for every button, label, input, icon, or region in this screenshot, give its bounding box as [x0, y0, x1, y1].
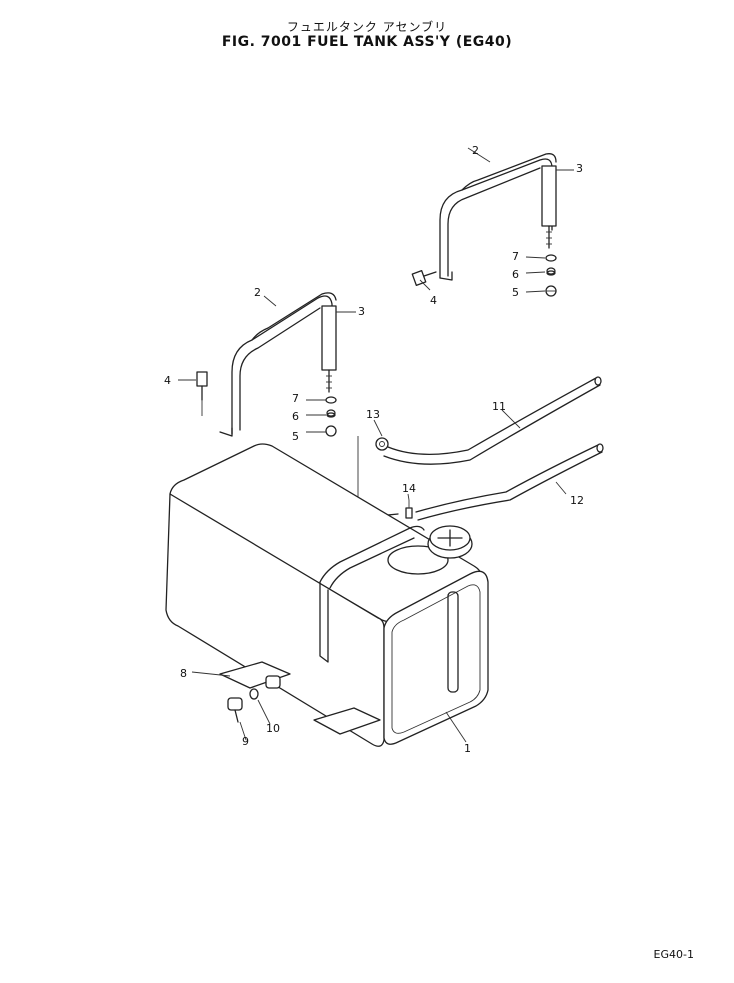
callout-2: 2 [472, 144, 479, 157]
bolt-upper [411, 270, 437, 286]
callout-8: 8 [180, 667, 187, 680]
callout-6: 6 [512, 268, 519, 281]
callout-11: 11 [492, 400, 506, 413]
callout-4: 4 [430, 294, 437, 307]
callout-5: 5 [292, 430, 299, 443]
diagram-title: FIG. 7001 FUEL TANK ASS'Y (EG40) [221, 34, 513, 50]
callout-13: 13 [366, 408, 380, 421]
fuel-tank [165, 443, 489, 747]
rubber-pad [219, 661, 381, 735]
callout-5: 5 [512, 286, 519, 299]
tank-strap-rear [439, 153, 557, 281]
hose-11 [383, 376, 602, 465]
callout-10: 10 [266, 722, 280, 735]
callout-1: 1 [464, 742, 471, 755]
callout-9: 9 [242, 735, 249, 748]
callout-14: 14 [402, 482, 416, 495]
drain-plug [227, 675, 281, 723]
hose-clamp [375, 437, 389, 451]
callout-4: 4 [164, 374, 171, 387]
callout-7: 7 [292, 392, 299, 405]
leader-lines [178, 147, 574, 743]
tank-strap-front [219, 292, 337, 437]
callout-7: 7 [512, 250, 519, 263]
callout-12: 12 [570, 494, 584, 507]
diagram-title-japanese: フュエルタンク アセンブリ [286, 20, 448, 34]
fastener-set-left [325, 396, 337, 437]
hose-12 [415, 443, 604, 521]
bolt-left [196, 371, 208, 416]
fastener-set-upper [545, 254, 557, 297]
callout-3: 3 [576, 162, 583, 175]
callout-labels: 2 3 4 7 6 5 2 3 4 7 6 5 13 11 12 14 8 9 … [164, 144, 584, 755]
callout-2: 2 [254, 286, 261, 299]
callout-6: 6 [292, 410, 299, 423]
breather-plug [405, 500, 413, 519]
page-code: EG40-1 [653, 948, 694, 961]
callout-3: 3 [358, 305, 365, 318]
